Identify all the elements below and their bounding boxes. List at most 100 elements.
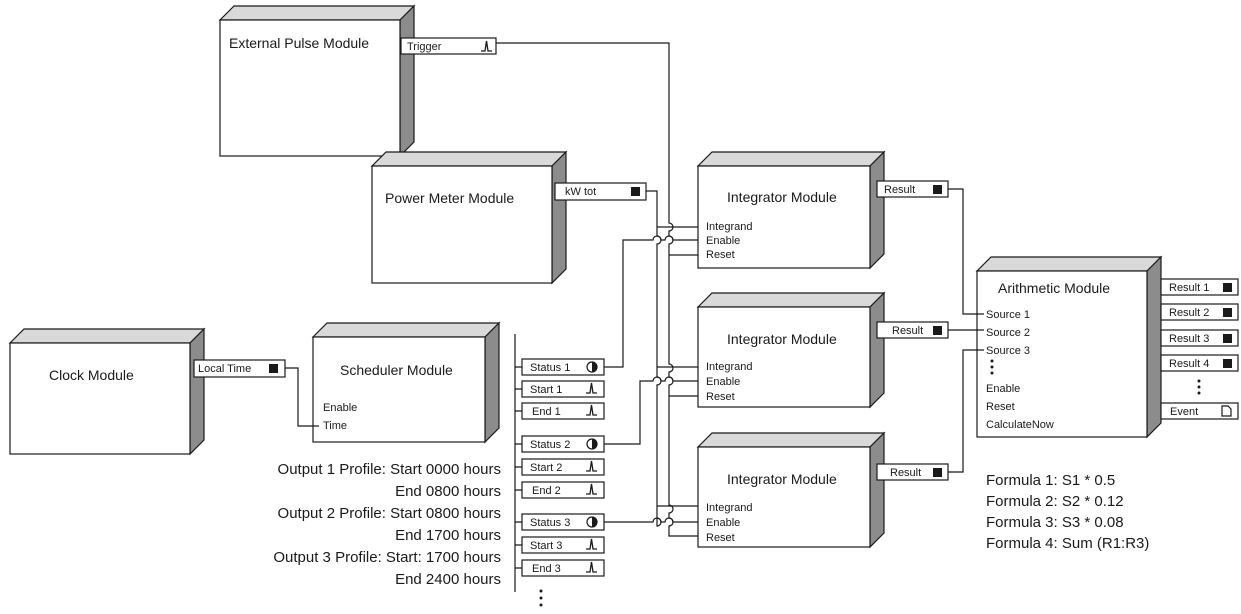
svg-text:Result 4: Result 4 <box>1169 358 1209 370</box>
more-outputs-ellipsis <box>539 589 543 607</box>
pulse-icon <box>586 382 597 394</box>
svg-text:Formula 4: Sum (R1:R3): Formula 4: Sum (R1:R3) <box>986 535 1149 552</box>
input-label: Source 3 <box>986 345 1030 357</box>
half-circle-icon <box>586 361 598 373</box>
input-label: Reset <box>706 532 735 544</box>
integrator-3-result-port[interactable]: Result <box>876 463 949 481</box>
pulse-icon <box>586 538 597 550</box>
filled-square-icon <box>1223 283 1232 292</box>
input-label: Source 2 <box>986 327 1030 339</box>
filled-square-icon <box>1223 308 1232 317</box>
module-title: Scheduler Module <box>340 362 453 378</box>
result-4-output-port[interactable]: Result 4 <box>1160 354 1239 372</box>
svg-text:Result 3: Result 3 <box>1169 333 1209 345</box>
svg-text:Start 3: Start 3 <box>530 540 562 552</box>
module-title: Integrator Module <box>727 471 837 487</box>
trigger-output-port[interactable]: Trigger <box>400 37 497 55</box>
svg-text:Status 1: Status 1 <box>530 362 570 374</box>
result-2-output-port[interactable]: Result 2 <box>1160 303 1239 321</box>
input-label: Reset <box>706 391 735 403</box>
arithmetic-module[interactable]: Arithmetic Module Source 1 Source 2 Sour… <box>975 255 1163 439</box>
svg-text:End 3: End 3 <box>532 563 561 575</box>
module-title: External Pulse Module <box>229 35 369 51</box>
svg-text:Trigger: Trigger <box>407 41 442 53</box>
scheduler-profiles: Output 1 Profile: Start 0000 hours End 0… <box>273 461 501 588</box>
event-output-port[interactable]: Event <box>1160 402 1239 420</box>
status-2-output-port[interactable]: Status 2 <box>521 435 605 453</box>
filled-square-icon <box>933 468 942 477</box>
result-1-output-port[interactable]: Result 1 <box>1160 278 1239 296</box>
input-label: Integrand <box>706 221 752 233</box>
svg-text:Local Time: Local Time <box>198 363 251 375</box>
integrator-module-2[interactable]: Integrator Module Integrand Enable Reset <box>696 291 886 409</box>
input-label: Reset <box>986 401 1015 413</box>
svg-text:Event: Event <box>1170 406 1198 418</box>
filled-square-icon <box>933 326 942 335</box>
module-title: Power Meter Module <box>385 190 514 206</box>
filled-square-icon <box>631 187 640 196</box>
integrator-module-1[interactable]: Integrator Module Integrand Enable Reset <box>696 150 886 270</box>
input-label: Integrand <box>706 361 752 373</box>
svg-text:End 0800 hours: End 0800 hours <box>395 483 501 500</box>
input-label: Enable <box>706 235 740 247</box>
svg-text:Result 1: Result 1 <box>1169 282 1209 294</box>
kw-tot-output-port[interactable]: kW tot <box>554 182 647 201</box>
scheduler-module[interactable]: Scheduler Module Enable Time <box>311 321 501 444</box>
more-inputs-ellipsis <box>990 359 994 375</box>
input-label: Integrand <box>706 502 752 514</box>
svg-text:Formula 2: S2 * 0.12: Formula 2: S2 * 0.12 <box>986 493 1124 510</box>
input-label: Enable <box>986 383 1020 395</box>
half-circle-icon <box>586 438 598 450</box>
integrator-module-3[interactable]: Integrator Module Integrand Enable Reset <box>696 431 886 549</box>
svg-text:Start 1: Start 1 <box>530 384 562 396</box>
power-meter-module[interactable]: Power Meter Module <box>370 150 568 285</box>
svg-text:Output 1 Profile: Start 0000 h: Output 1 Profile: Start 0000 hours <box>278 461 501 478</box>
svg-text:End 1: End 1 <box>532 406 561 418</box>
start-1-output-port[interactable]: Start 1 <box>521 380 605 398</box>
svg-text:End 1700 hours: End 1700 hours <box>395 527 501 544</box>
end-2-output-port[interactable]: End 2 <box>521 481 605 499</box>
svg-text:Formula 3: S3 * 0.08: Formula 3: S3 * 0.08 <box>986 514 1124 531</box>
connection-wires <box>285 42 984 592</box>
svg-text:End 2: End 2 <box>532 485 561 497</box>
end-1-output-port[interactable]: End 1 <box>521 402 605 420</box>
svg-text:Result: Result <box>884 184 915 196</box>
module-title: Arithmetic Module <box>998 280 1110 296</box>
status-3-output-port[interactable]: Status 3 <box>521 513 605 531</box>
start-2-output-port[interactable]: Start 2 <box>521 458 605 476</box>
module-title: Clock Module <box>49 367 134 383</box>
pulse-icon <box>586 460 597 472</box>
start-3-output-port[interactable]: Start 3 <box>521 536 605 554</box>
svg-text:End 2400 hours: End 2400 hours <box>395 571 501 588</box>
input-label: Enable <box>706 517 740 529</box>
more-outputs-ellipsis <box>1197 379 1201 395</box>
svg-text:Status 3: Status 3 <box>530 517 570 529</box>
svg-text:Output 3 Profile: Start: 1700: Output 3 Profile: Start: 1700 hours <box>273 549 501 566</box>
end-3-output-port[interactable]: End 3 <box>521 559 605 577</box>
arithmetic-formulas: Formula 1: S1 * 0.5 Formula 2: S2 * 0.12… <box>986 472 1149 552</box>
filled-square-icon <box>1223 334 1232 343</box>
svg-text:Start 2: Start 2 <box>530 462 562 474</box>
integrator-2-result-port[interactable]: Result <box>876 321 949 339</box>
result-3-output-port[interactable]: Result 3 <box>1160 329 1239 347</box>
module-title: Integrator Module <box>727 189 837 205</box>
svg-text:Result 2: Result 2 <box>1169 307 1209 319</box>
filled-square-icon <box>269 364 278 373</box>
input-label: Enable <box>706 376 740 388</box>
document-icon <box>1221 405 1232 417</box>
input-label: Time <box>323 420 347 432</box>
integrator-1-result-port[interactable]: Result <box>876 180 949 198</box>
pulse-icon <box>586 561 597 573</box>
local-time-output-port[interactable]: Local Time <box>193 359 286 378</box>
svg-text:Result: Result <box>892 325 923 337</box>
svg-text:Status 2: Status 2 <box>530 439 570 451</box>
half-circle-icon <box>586 516 598 528</box>
pulse-icon <box>586 404 597 416</box>
input-label: Enable <box>323 402 357 414</box>
external-pulse-module[interactable]: External Pulse Module <box>218 4 416 158</box>
module-title: Integrator Module <box>727 331 837 347</box>
status-1-output-port[interactable]: Status 1 <box>521 358 605 376</box>
svg-text:Result: Result <box>890 467 921 479</box>
clock-module[interactable]: Clock Module <box>8 327 206 456</box>
